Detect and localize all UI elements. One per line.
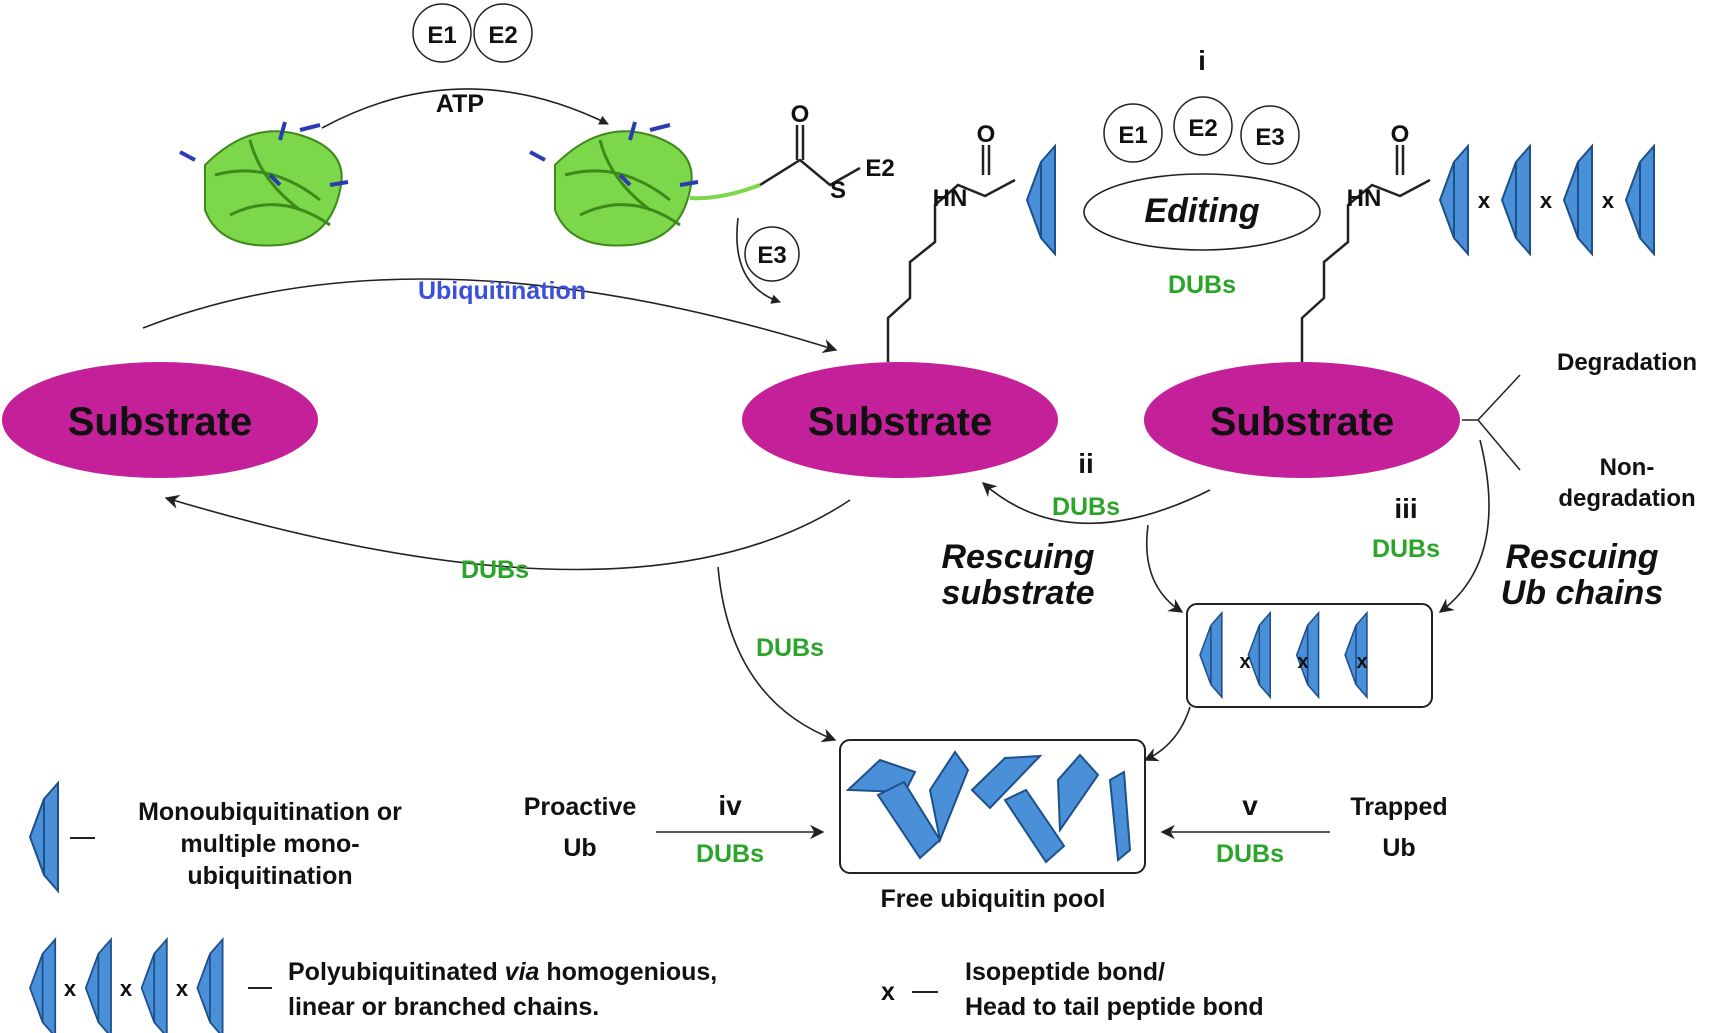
e2-label: E2	[488, 22, 517, 49]
poly-ub-block-3	[1563, 145, 1593, 255]
e1-e2-activation: E1 E2	[412, 3, 533, 63]
e3-circle	[744, 226, 800, 282]
editing-e3-circle	[1240, 105, 1300, 165]
legend-poly-line2: linear or branched chains.	[288, 993, 599, 1021]
substrate-left	[2, 362, 318, 478]
to-pool-arrow	[717, 566, 837, 743]
fate-degradation: Degradation	[1557, 349, 1697, 376]
rescued-x-1: x	[1239, 651, 1250, 673]
rescue-chains-dubs: DUBs	[1372, 535, 1440, 563]
substrate-right	[1144, 362, 1460, 478]
activation-arrow	[321, 88, 609, 129]
atp-label: ATP	[436, 90, 484, 118]
poly-ubiquitin-linkage: HN O x x x	[1300, 121, 1655, 362]
trapped-roman: v	[1242, 790, 1258, 821]
rescue-chains-line1: Rescuing	[1505, 538, 1658, 576]
e2-circle	[473, 3, 533, 63]
legend-iso-line1: Isopeptide bond/	[965, 958, 1165, 986]
ubiquitination-arrow	[142, 278, 838, 354]
legend-mono-line2: multiple mono-	[180, 830, 359, 858]
fate-branches	[1462, 374, 1521, 471]
legend-iso-symbol: x	[881, 978, 895, 1006]
proactive-roman: iv	[718, 790, 742, 821]
poly-x-1: x	[1478, 188, 1491, 213]
legend-poly-line1: Polyubiquitinated via homogenious,	[288, 958, 717, 986]
e1-label: E1	[427, 22, 456, 49]
proactive-dubs: DUBs	[696, 840, 764, 868]
rescue-substrate-line1: Rescuing	[941, 538, 1094, 576]
poly-x-3: x	[1602, 188, 1615, 213]
rescue-chains-line2: Ub chains	[1501, 574, 1663, 612]
editing-loop	[1083, 173, 1321, 251]
editing-e3: E3	[1255, 124, 1284, 151]
poly-amide-hn: HN	[1347, 185, 1382, 212]
thioester-structure: O S E2	[759, 101, 895, 204]
proactive-line1: Proactive	[524, 793, 637, 821]
editing-roman: i	[1198, 45, 1206, 76]
mono-amide-o: O	[977, 121, 996, 148]
poly-amide-o: O	[1391, 121, 1410, 148]
rescue-substrate-arrow	[981, 482, 1211, 525]
editing-e2-circle	[1173, 96, 1233, 156]
rescue-substrate-dubs: DUBs	[1052, 493, 1120, 521]
thioester-s: S	[830, 177, 846, 204]
mono-ub-block	[1026, 145, 1056, 255]
rescue-chains-arrow	[1438, 439, 1490, 613]
legend-mono-line1: Monoubiquitination or	[138, 798, 402, 826]
rescue-substrate-roman: ii	[1078, 448, 1094, 479]
thioester-o: O	[791, 101, 810, 128]
editing-label: Editing	[1144, 192, 1259, 230]
e3-arrow	[736, 217, 781, 304]
free-ubiquitin-pieces	[845, 750, 1132, 864]
rescued-x-2: x	[1297, 651, 1308, 673]
rescued-x-3: x	[1356, 651, 1367, 673]
substrate-right-label: Substrate	[1210, 400, 1395, 444]
pool-label: Free ubiquitin pool	[881, 885, 1106, 913]
rescue-substrate-to-chain-arrow	[1145, 524, 1184, 613]
fate-non-degradation-2: degradation	[1558, 485, 1695, 512]
substrate-middle	[742, 362, 1058, 478]
editing-e1: E1	[1118, 122, 1147, 149]
fate-non-degradation-1: Non-	[1600, 454, 1655, 481]
e1-e2-e3-editing: E1 E2 E3	[1103, 96, 1300, 165]
legend: Monoubiquitination or multiple mono- ubi…	[29, 782, 1264, 1033]
legend-poly-x-1: x	[64, 976, 77, 1001]
proactive-line2: Ub	[563, 834, 596, 862]
legend-poly-x-2: x	[120, 976, 133, 1001]
e1-circle	[412, 3, 472, 63]
poly-ub-block-2	[1501, 145, 1531, 255]
e3-label: E3	[757, 242, 786, 269]
legend-mono-line3: ubiquitination	[187, 862, 352, 890]
editing-e1-circle	[1103, 103, 1163, 163]
substrate-middle-label: Substrate	[808, 400, 993, 444]
mono-amide-hn: HN	[933, 185, 968, 212]
thioester-e2: E2	[865, 155, 894, 182]
ubiquitin-protein-right	[529, 121, 761, 247]
mono-ubiquitin-linkage: HN O	[886, 121, 1056, 362]
editing-e2: E2	[1188, 115, 1217, 142]
dubs-deubiquitination-arrow	[164, 494, 851, 571]
poly-ub-block-1	[1439, 145, 1469, 255]
pool-dubs: DUBs	[756, 634, 824, 662]
editing-dubs: DUBs	[1168, 271, 1236, 299]
substrate-left-label: Substrate	[68, 400, 253, 444]
ubiquitin-protein-left	[179, 121, 349, 247]
chain-to-pool-arrow	[1143, 706, 1191, 762]
rescue-chains-roman: iii	[1394, 493, 1417, 524]
ubiquitination-label: Ubiquitination	[418, 277, 586, 305]
legend-iso-line2: Head to tail peptide bond	[965, 993, 1264, 1021]
poly-x-2: x	[1540, 188, 1553, 213]
trapped-line1: Trapped	[1350, 793, 1447, 821]
legend-poly-x-3: x	[176, 976, 189, 1001]
rescue-substrate-line2: substrate	[941, 574, 1094, 612]
legend-mono-ub-icon	[29, 782, 59, 892]
cycle-dubs: DUBs	[461, 556, 529, 584]
trapped-dubs: DUBs	[1216, 840, 1284, 868]
poly-ub-block-4	[1625, 145, 1655, 255]
trapped-line2: Ub	[1382, 834, 1415, 862]
